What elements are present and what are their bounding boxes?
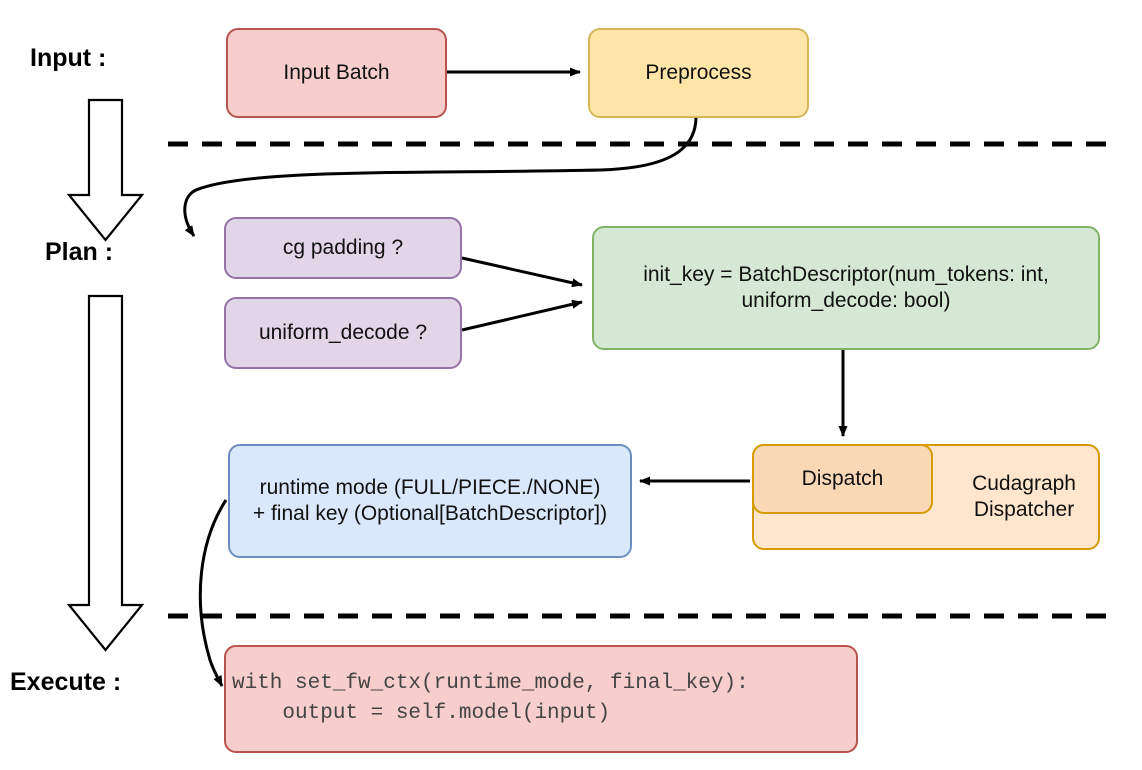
node-init-key[interactable]: init_key = BatchDescriptor(num_tokens: i… <box>592 226 1100 350</box>
arrow-uniform-decode-to-init-key <box>461 299 583 332</box>
node-execute-code[interactable]: with set_fw_ctx(runtime_mode, final_key)… <box>224 645 858 753</box>
stage-label-execute: Execute : <box>10 668 122 696</box>
stage-label-input: Input : <box>30 44 107 72</box>
stage-label-plan: Plan : <box>45 238 114 266</box>
node-runtime-mode[interactable]: runtime mode (FULL/PIECE./NONE) + final … <box>228 444 632 558</box>
node-cg-padding[interactable]: cg padding ? <box>224 217 462 279</box>
stage-arrow-plan-to-execute <box>66 294 145 652</box>
node-uniform-decode[interactable]: uniform_decode ? <box>224 297 462 369</box>
node-preprocess[interactable]: Preprocess <box>588 28 809 118</box>
stage-arrow-input-to-plan <box>66 98 145 242</box>
arrow-cg-padding-to-init-key <box>461 256 583 288</box>
node-dispatch[interactable]: Dispatch <box>752 444 933 514</box>
arrow-runtime-mode-to-execute-code <box>198 499 228 687</box>
node-input-batch[interactable]: Input Batch <box>226 28 447 118</box>
